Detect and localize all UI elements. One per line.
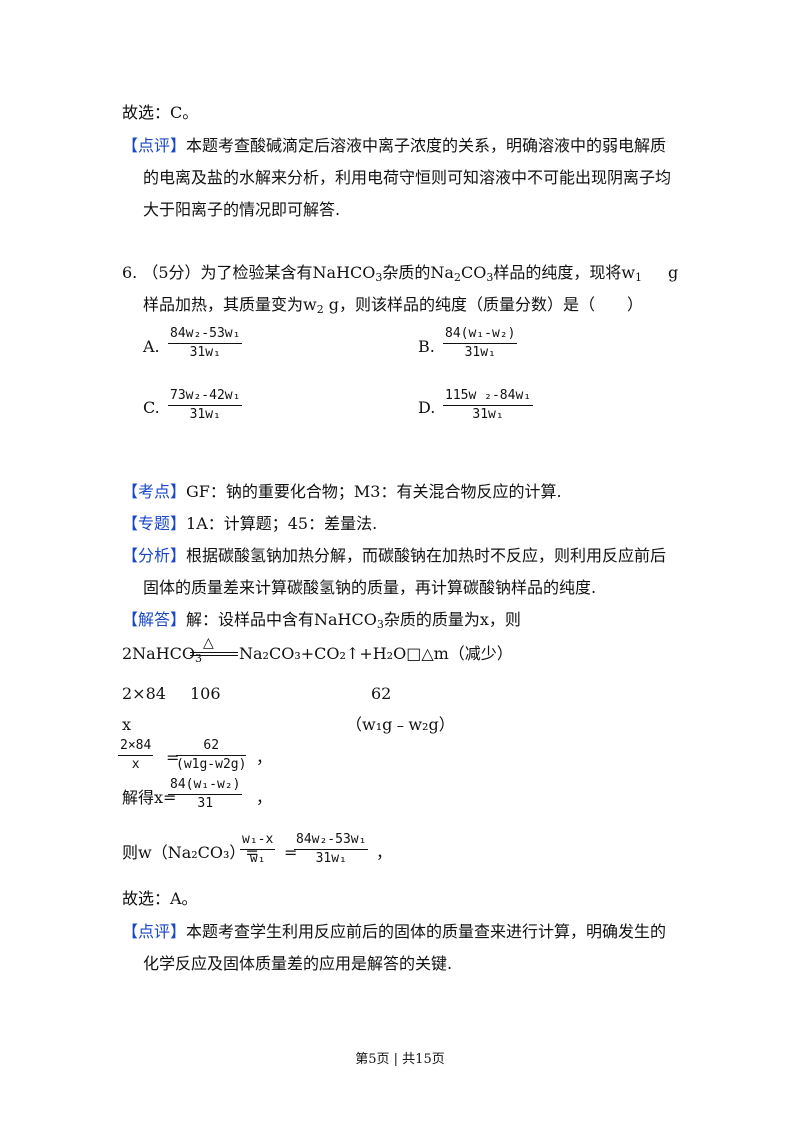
purity-prefix: 则w（Na₂CO₃）= [122, 843, 259, 862]
ratio-row-1-c: 62 [371, 684, 392, 703]
comment-text: 本题考查酸碱滴定后溶液中离子浓度的关系，明确溶液中的弱电解质 [186, 136, 667, 155]
option-d-denominator: 31w₁ [472, 407, 504, 422]
proportion-fraction-left: 2×84 x [118, 738, 154, 773]
option-c-label: C. [143, 398, 160, 417]
proportion-left-numerator: 2×84 [118, 738, 154, 756]
dianping-text: 本题考查学生利用反应前后的固体的质量查来进行计算，明确发生的 [186, 922, 667, 941]
zhuanti-line: 【专题】1A：计算题；45：差量法. [122, 513, 377, 535]
proportion-comma: ， [256, 748, 273, 767]
jieda-tag: 【解答】 [122, 610, 187, 629]
option-b-denominator: 31w₁ [464, 345, 496, 360]
option-a-denominator: 31w₁ [189, 345, 221, 360]
dianping-tag: 【点评】 [122, 922, 187, 941]
prev-comment-line-3: 大于阳离子的情况即可解答. [143, 200, 341, 219]
zhuanti-tag: 【专题】 [122, 514, 187, 533]
option-b-fraction: 84(w₁-w₂) 31w₁ [443, 326, 518, 361]
question-6-line-2: 样品加热，其质量变为w2 g，则该样品的纯度（质量分数）是（ ） [143, 295, 644, 316]
solve-x-prefix: 解得x= [122, 788, 177, 807]
reaction-arrow-line-1 [190, 652, 238, 653]
option-a-label: A. [143, 337, 160, 356]
question-number: 6. [122, 263, 138, 282]
option-c-denominator: 31w₁ [189, 407, 221, 422]
jieda-line: 【解答】解：设样品中含有NaHCO3杂质的质量为x，则 [122, 610, 521, 631]
equation-right: Na₂CO₃+CO₂↑+H₂O□△m（减少） [239, 644, 513, 663]
option-d-numerator: 115w ₂-84w₁ [443, 388, 534, 406]
solve-x-numerator: 84(w₁-w₂) [168, 777, 243, 795]
purity-2-numerator: 84w₂-53w₁ [294, 832, 369, 850]
option-a-fraction: 84w₂-53w₁ 31w₁ [168, 326, 243, 361]
jieda-text-2: 杂质的质量为x，则 [383, 610, 521, 629]
equation-reactant: 2NaHCO [122, 644, 196, 663]
zhuanti-text: 1A：计算题；45：差量法. [186, 514, 378, 533]
proportion-equals: = [166, 748, 180, 767]
prev-choice: 故选：C。 [122, 103, 199, 122]
proportion-fraction-right: 62 (w1g-w2g) [176, 738, 247, 773]
fenxi-line-2: 固体的质量差来计算碳酸氢钠的质量，再计算碳酸钠样品的纯度. [143, 578, 597, 597]
option-a-numerator: 84w₂-53w₁ [168, 326, 243, 344]
prev-comment-line-1: 【点评】本题考查酸碱滴定后溶液中离子浓度的关系，明确溶液中的弱电解质 [122, 135, 666, 157]
fenxi-line-1: 【分析】根据碳酸氢钠加热分解，而碳酸钠在加热时不反应，则利用反应前后 [122, 545, 666, 567]
purity-fraction-2: 84w₂-53w₁ 31w₁ [294, 832, 369, 867]
question-text-2: 杂质的Na [382, 263, 454, 282]
option-d-label: D. [418, 398, 436, 417]
ratio-row-2-a: x [122, 715, 132, 734]
kaodian-tag: 【考点】 [122, 482, 187, 501]
option-c-numerator: 73w₂-42w₁ [168, 388, 243, 406]
proportion-right-denominator: (w1g-w2g) [176, 757, 247, 772]
solve-x-denominator: 31 [197, 796, 214, 811]
question-text-5: 样品加热，其质量变为w [143, 295, 317, 314]
question-text: （5分）为了检验某含有NaHCO [142, 263, 376, 282]
proportion-right-numerator: 62 [176, 738, 247, 756]
purity-1-numerator: w₁-x [240, 832, 276, 850]
prev-comment-line-2: 的电离及盐的水解来分析，利用电荷守恒则可知溶液中不可能出现阴离子均 [143, 168, 672, 187]
reaction-arrow-line-2 [190, 655, 238, 656]
kaodian-text: GF：钠的重要化合物；M3：有关混合物反应的计算. [186, 482, 562, 501]
option-d-fraction: 115w ₂-84w₁ 31w₁ [443, 388, 534, 423]
ratio-row-2-c: （w₁g﹣w₂g） [346, 715, 455, 734]
fenxi-tag: 【分析】 [122, 546, 187, 565]
answer-choice: 故选：A。 [122, 889, 198, 908]
purity-1-denominator: w₁ [249, 851, 266, 866]
heat-symbol: △ [203, 635, 214, 651]
proportion-left-denominator: x [131, 757, 140, 772]
option-c-fraction: 73w₂-42w₁ 31w₁ [168, 388, 243, 423]
equation-left: 2NaHCO3 [122, 644, 203, 665]
purity-equals: = [284, 843, 298, 862]
ratio-row-1-a: 2×84 [122, 684, 166, 703]
ratio-row-1-b: 106 [190, 684, 221, 703]
dianping-line-1: 【点评】本题考查学生利用反应前后的固体的质量查来进行计算，明确发生的 [122, 921, 666, 943]
option-b-label: B. [418, 337, 435, 356]
kaodian-line: 【考点】GF：钠的重要化合物；M3：有关混合物反应的计算. [122, 481, 562, 503]
comment-tag: 【点评】 [122, 136, 187, 155]
purity-comma: ， [376, 843, 393, 862]
solve-x-comma: ， [256, 788, 273, 807]
page-footer: 第5页 | 共15页 [355, 1052, 445, 1067]
question-unit-g: g [668, 263, 679, 282]
question-text-6: g，则该样品的纯度（质量分数）是（ ） [323, 295, 644, 314]
question-6-line-1: 6. （5分）为了检验某含有NaHCO3杂质的Na2CO3样品的纯度，现将w1 [122, 263, 643, 284]
purity-fraction-1: w₁-x w₁ [240, 832, 276, 867]
jieda-text: 解：设样品中含有NaHCO [186, 610, 377, 629]
dianping-line-2: 化学反应及固体质量差的应用是解答的关键. [143, 954, 453, 973]
solve-x-fraction: 84(w₁-w₂) 31 [168, 777, 243, 812]
purity-2-denominator: 31w₁ [315, 851, 347, 866]
question-text-3: CO [460, 263, 487, 282]
fenxi-text: 根据碳酸氢钠加热分解，而碳酸钠在加热时不反应，则利用反应前后 [186, 546, 667, 565]
option-b-numerator: 84(w₁-w₂) [443, 326, 518, 344]
question-text-4: 样品的纯度，现将w [493, 263, 636, 282]
